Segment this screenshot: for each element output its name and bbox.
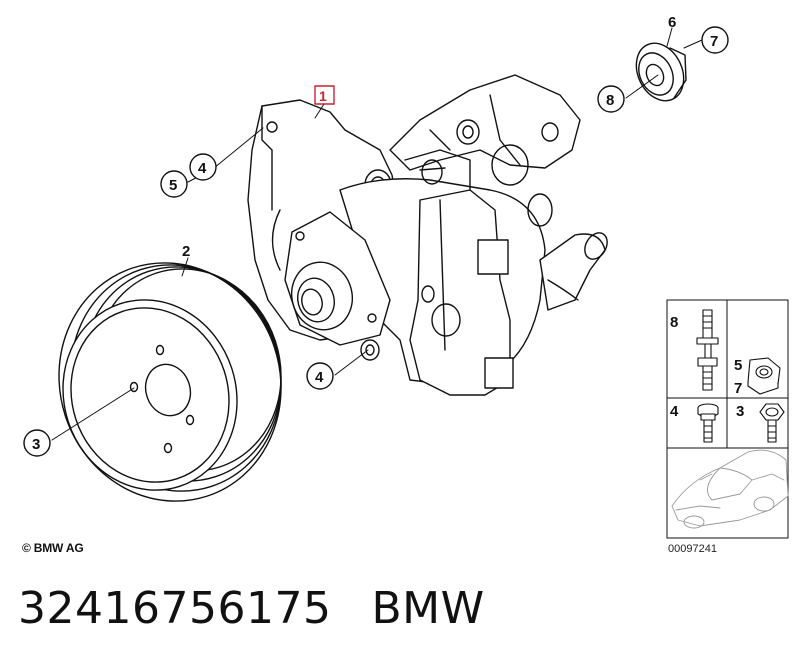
part-number: 32416756175 [18, 583, 332, 634]
car-silhouette-drawing [671, 449, 789, 529]
callout-4b-label: 4 [315, 369, 324, 386]
callout-8-label: 8 [606, 92, 614, 109]
copyright-notice: © BMW AG [22, 541, 84, 555]
panel-label-7: 7 [734, 380, 742, 397]
nut-drawing [747, 357, 781, 395]
drawing-number: 00097241 [668, 543, 717, 555]
stud-drawing [696, 309, 719, 391]
callout-circles [23, 26, 729, 457]
bolt-3-drawing [759, 403, 785, 443]
callout-7-label: 7 [710, 33, 718, 50]
power-steering-pump-drawing [247, 74, 608, 396]
panel-label-8: 8 [670, 314, 678, 331]
panel-label-5: 5 [734, 357, 742, 374]
callout-1-box [314, 85, 335, 105]
callout-4a-label: 4 [198, 160, 207, 177]
panel-label-3: 3 [736, 403, 744, 420]
callout-1-label: 1 [319, 88, 327, 104]
bolt-4-drawing [697, 403, 719, 443]
seal-ring-drawing [635, 42, 687, 102]
panel-label-4: 4 [670, 403, 679, 420]
callout-3-label: 3 [32, 436, 40, 453]
pulley-drawing [58, 262, 282, 502]
brand-name: BMW [371, 583, 485, 634]
part-footer: 32416756175 BMW [18, 583, 485, 634]
callout-6-label: 6 [668, 14, 676, 31]
callout-5-label: 5 [169, 177, 177, 194]
callout-2-label: 2 [182, 243, 190, 260]
